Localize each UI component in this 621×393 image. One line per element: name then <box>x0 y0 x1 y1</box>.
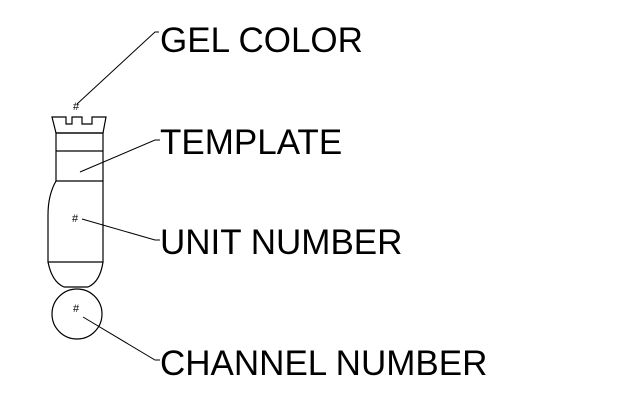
channel-circle <box>51 288 103 340</box>
gel-color-leader <box>76 31 159 105</box>
unit-number-label: UNIT NUMBER <box>160 223 402 262</box>
body-outline <box>47 180 104 263</box>
template-barrel-outline <box>55 132 104 182</box>
unit-number-mark: # <box>72 213 79 225</box>
gel-color-mark: # <box>73 101 80 113</box>
channel-number-leader <box>82 316 160 361</box>
template-leader <box>79 139 160 173</box>
channel-number-mark: # <box>73 303 80 315</box>
template-label: TEMPLATE <box>160 123 342 162</box>
instrument-symbol <box>47 116 107 340</box>
gel-frame-outline <box>51 116 107 134</box>
channel-number-label: CHANNEL NUMBER <box>160 344 487 383</box>
lamp-housing-outline <box>47 261 104 288</box>
unit-number-leader <box>81 218 160 241</box>
gel-color-label: GEL COLOR <box>160 21 363 60</box>
